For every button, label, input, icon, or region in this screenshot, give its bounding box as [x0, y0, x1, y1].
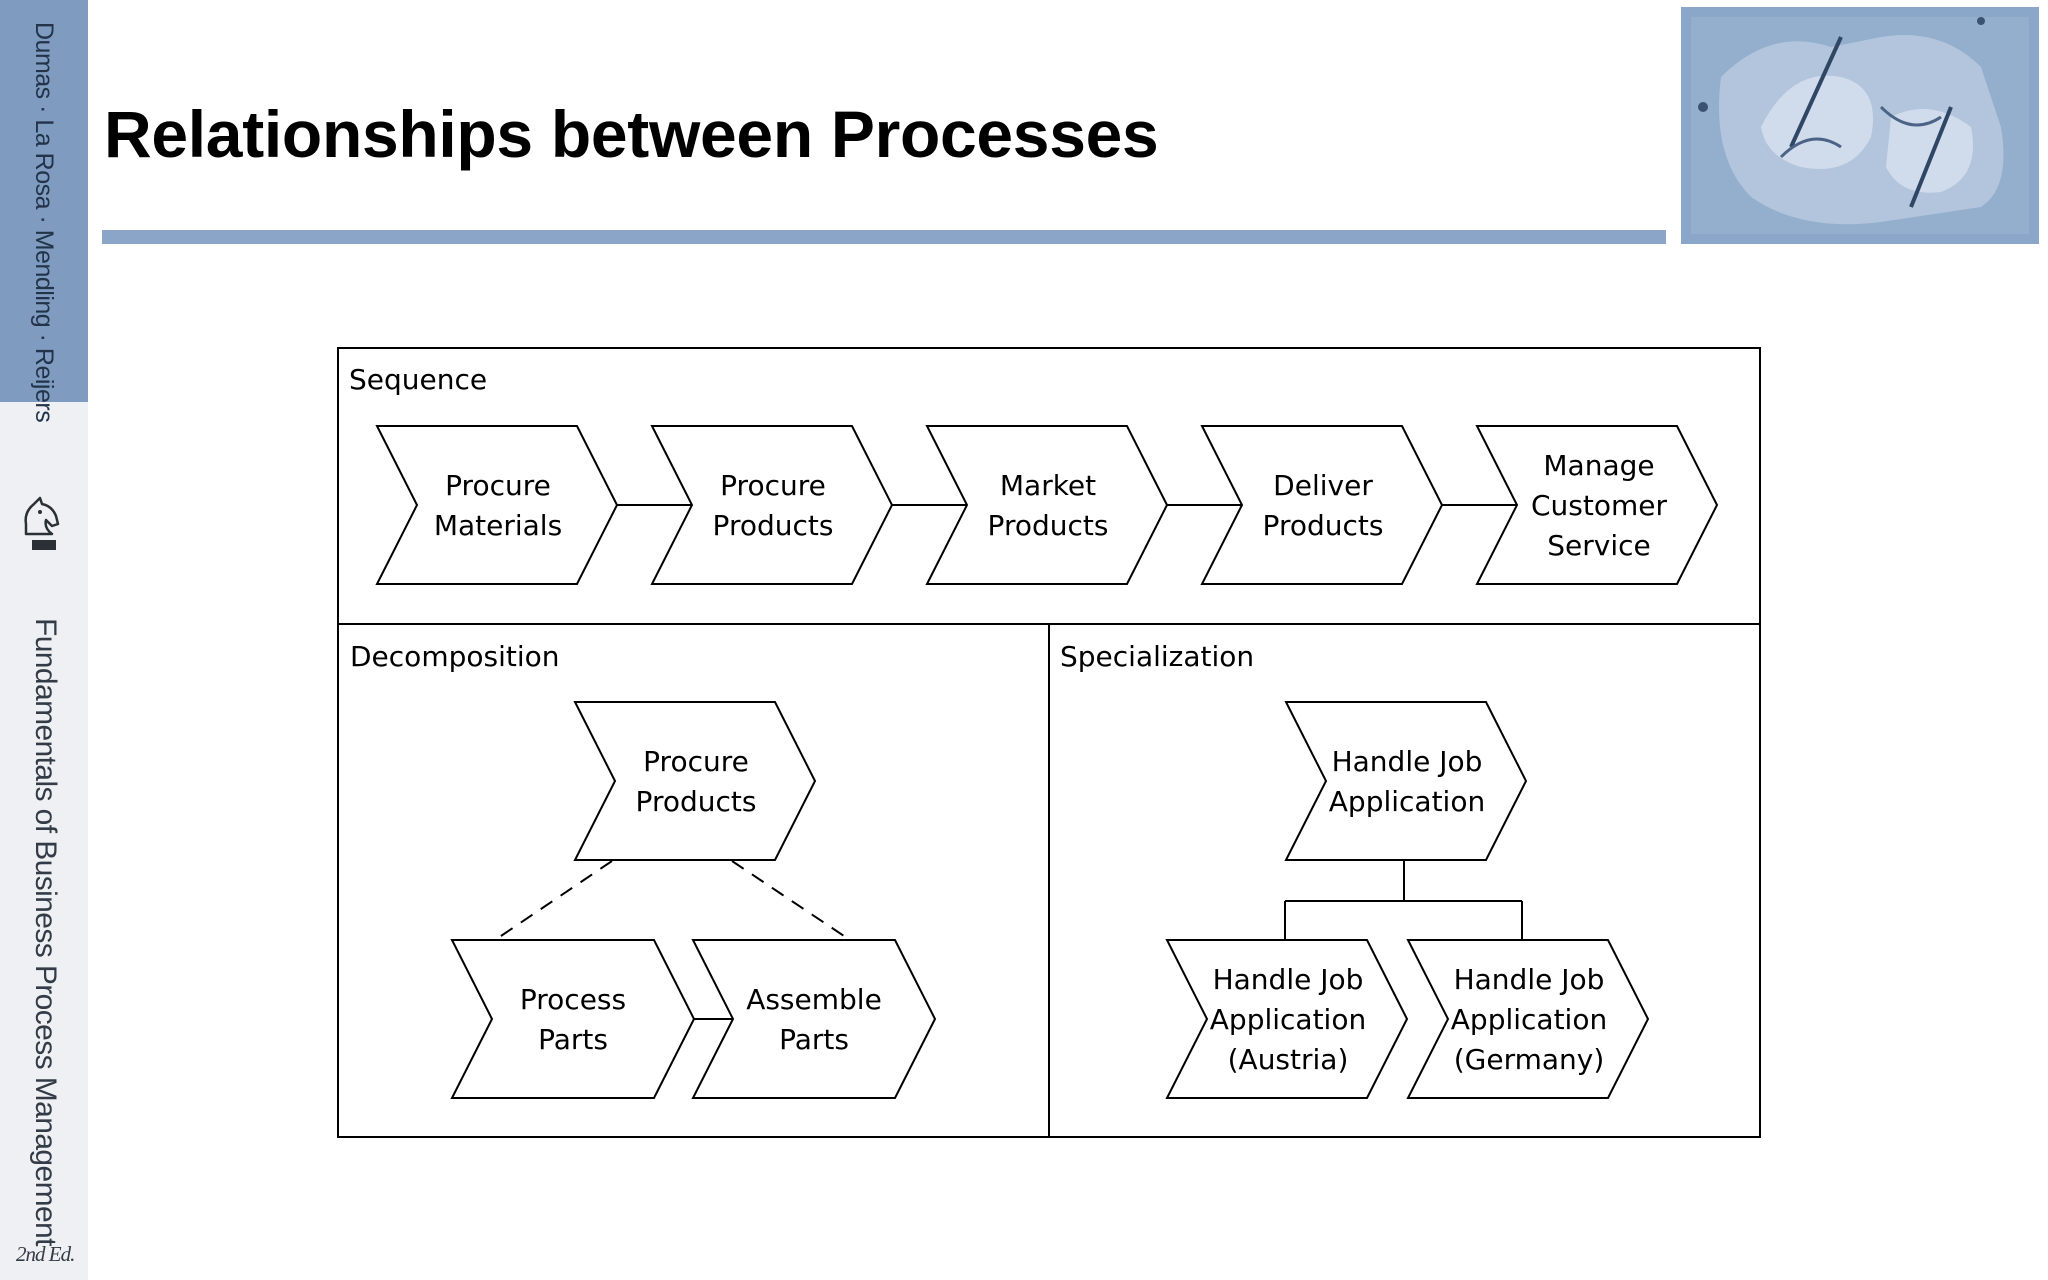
- sequence-section-label: Sequence: [349, 363, 487, 396]
- svg-text:Application: Application: [1329, 785, 1485, 818]
- svg-text:Products: Products: [713, 509, 834, 542]
- knight-chess-piece-icon: [24, 496, 60, 550]
- svg-text:Parts: Parts: [779, 1023, 849, 1056]
- sequence-step: Procure Materials: [375, 425, 619, 585]
- svg-text:Parts: Parts: [538, 1023, 608, 1056]
- svg-text:(Austria): (Austria): [1228, 1043, 1349, 1076]
- decomposition-parent-process: Procure Products: [573, 701, 817, 861]
- svg-text:Procure: Procure: [720, 469, 826, 502]
- svg-text:Application: Application: [1451, 1003, 1607, 1036]
- svg-text:Handle Job: Handle Job: [1332, 745, 1483, 778]
- sequence-step: Manage Customer Service: [1475, 425, 1719, 585]
- hand-drawing-hand-illustration: [1681, 7, 2039, 244]
- svg-text:Products: Products: [988, 509, 1109, 542]
- svg-text:Products: Products: [636, 785, 757, 818]
- svg-text:Assemble: Assemble: [746, 983, 882, 1016]
- specialization-parent-process: Handle Job Application: [1284, 701, 1528, 861]
- svg-text:Handle Job: Handle Job: [1213, 963, 1364, 996]
- sequence-step: Deliver Products: [1200, 425, 1444, 585]
- title-underline-bar: [102, 230, 1666, 244]
- sidebar-edition: 2nd Ed.: [16, 1242, 75, 1266]
- svg-text:Manage: Manage: [1543, 449, 1654, 482]
- specialization-child-process: Handle Job Application (Germany): [1406, 939, 1650, 1099]
- svg-text:Service: Service: [1547, 529, 1650, 562]
- svg-text:Customer: Customer: [1531, 489, 1667, 522]
- svg-text:Process: Process: [520, 983, 626, 1016]
- svg-text:Application: Application: [1210, 1003, 1366, 1036]
- svg-text:Market: Market: [1000, 469, 1096, 502]
- decomposition-section-label: Decomposition: [350, 640, 560, 673]
- decomposition-child-process: Process Parts: [450, 939, 696, 1099]
- svg-text:Procure: Procure: [445, 469, 551, 502]
- svg-text:Deliver: Deliver: [1273, 469, 1373, 502]
- sequence-step: Market Products: [925, 425, 1169, 585]
- sidebar-color-band: [0, 0, 88, 402]
- svg-text:Handle Job: Handle Job: [1454, 963, 1605, 996]
- specialization-tree-connector: [1284, 861, 1523, 940]
- svg-text:Procure: Procure: [643, 745, 749, 778]
- svg-text:(Germany): (Germany): [1454, 1043, 1605, 1076]
- svg-text:Materials: Materials: [434, 509, 562, 542]
- svg-text:Products: Products: [1263, 509, 1384, 542]
- specialization-section-label: Specialization: [1060, 640, 1254, 673]
- specialization-child-process: Handle Job Application (Austria): [1165, 939, 1409, 1099]
- decomposition-child-process: Assemble Parts: [691, 939, 937, 1099]
- sequence-step: Procure Products: [650, 425, 894, 585]
- book-sidebar: Dumas · La Rosa · Mendling · Reijers Fun…: [0, 0, 88, 1280]
- page-title: Relationships between Processes: [104, 97, 1159, 171]
- decomposition-dashed-links: [494, 860, 851, 941]
